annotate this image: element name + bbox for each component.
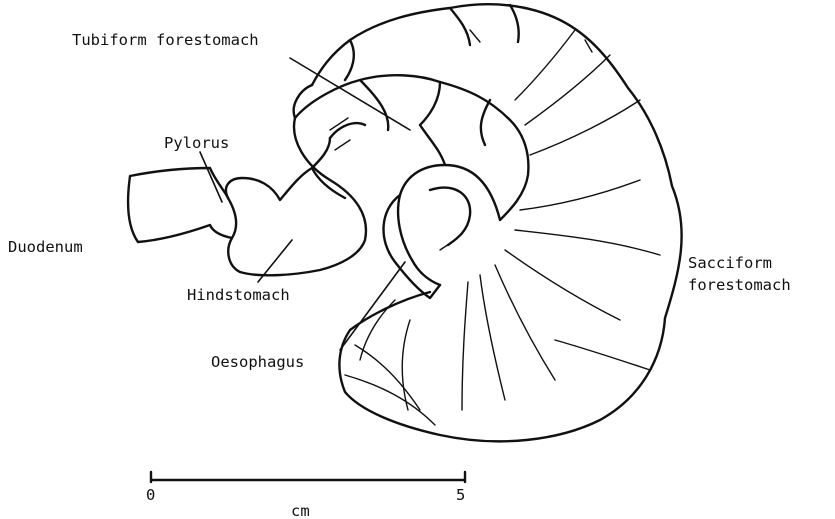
scale-unit-label: cm [291, 502, 310, 519]
scale-end-label: 5 [456, 486, 465, 504]
scale-start-label: 0 [146, 486, 155, 504]
label-hindstomach: Hindstomach [187, 286, 290, 304]
label-sacciform-line1: Sacciform [688, 254, 772, 272]
leader-pylorus [200, 152, 222, 202]
duodenum-outline [128, 168, 232, 242]
label-sacciform-line2: forestomach [688, 276, 791, 294]
label-duodenum: Duodenum [8, 238, 83, 256]
sacciform-forestomach-outline [312, 4, 682, 441]
oesophagus-tube [384, 195, 440, 298]
scale-bar [151, 472, 465, 482]
sacciform-folds [345, 30, 660, 425]
label-oesophagus: Oesophagus [211, 353, 304, 371]
oesophagus-ring [430, 188, 470, 245]
label-pylorus: Pylorus [164, 134, 229, 152]
detail-ticks [330, 30, 592, 250]
leader-oesophagus [340, 262, 405, 350]
label-tubiform-forestomach: Tubiform forestomach [72, 31, 259, 49]
